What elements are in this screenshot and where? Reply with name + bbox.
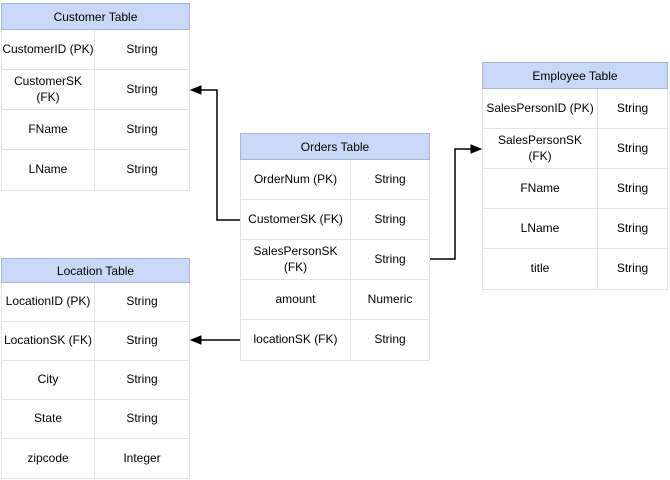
connector-orders-to-employee[interactable] [430, 144, 483, 260]
field-name-cell: SalesPersonSK (FK) [241, 240, 351, 279]
field-type-cell: String [374, 332, 406, 347]
field-name-cell: SalesPersonSK (FK) [483, 129, 598, 168]
field-type-cell: String [616, 220, 649, 235]
table-row[interactable]: LName String [483, 209, 667, 249]
field-name-cell: SalesPersonID (PK) [483, 89, 598, 128]
field-type-cell: String [374, 171, 406, 186]
table-row[interactable]: SalesPersonSK (FK) String [483, 129, 667, 169]
table-row[interactable]: title String [483, 249, 667, 289]
orders-table-header[interactable]: Orders Table [240, 133, 430, 160]
table-row[interactable]: SalesPersonID (PK) String [483, 89, 667, 129]
field-type-cell: String [126, 121, 158, 136]
field-name-cell: LName [483, 209, 598, 248]
connector-orders-to-location[interactable] [189, 335, 240, 345]
table-row[interactable]: FName String [483, 169, 667, 209]
table-row[interactable]: locationSK (FK) String [241, 320, 429, 360]
field-name-cell: CustomerSK (FK) [241, 200, 351, 239]
table-row[interactable]: CustomerSK (FK) String [2, 70, 189, 110]
arrowhead-right-icon [470, 144, 483, 154]
employee-table-header[interactable]: Employee Table [482, 62, 668, 89]
orders-table[interactable]: Orders Table OrderNum (PK) String Custom… [240, 133, 430, 361]
location-table-body: LocationID (PK) String LocationSK (FK) S… [1, 283, 190, 479]
orders-table-body: OrderNum (PK) String CustomerSK (FK) Str… [240, 160, 430, 361]
employee-table[interactable]: Employee Table SalesPersonID (PK) String… [482, 62, 668, 290]
field-type-cell: String [126, 294, 158, 309]
field-name-cell: City [2, 361, 95, 399]
field-name-cell: locationSK (FK) [241, 320, 351, 360]
table-row[interactable]: City String [2, 361, 189, 400]
field-type-cell: String [616, 140, 649, 155]
field-name-cell: FName [2, 110, 95, 149]
customer-table[interactable]: Customer Table CustomerID (PK) String Cu… [1, 3, 190, 191]
field-type-cell: String [126, 372, 158, 387]
field-type-cell: String [126, 162, 158, 177]
field-type-cell: String [126, 333, 158, 348]
field-type-cell: String [616, 100, 649, 115]
location-table-header[interactable]: Location Table [1, 258, 190, 283]
table-row[interactable]: zipcode Integer [2, 439, 189, 478]
table-row[interactable]: LocationID (PK) String [2, 283, 189, 322]
field-type-cell: String [616, 261, 649, 276]
table-row[interactable]: CustomerSK (FK) String [241, 200, 429, 240]
field-type-cell: String [126, 41, 158, 56]
field-name-cell: amount [241, 280, 351, 319]
field-type-cell: String [374, 211, 406, 226]
field-name-cell: FName [483, 169, 598, 208]
table-row[interactable]: CustomerID (PK) String [2, 30, 189, 70]
field-type-cell: Numeric [367, 291, 413, 306]
field-name-cell: CustomerID (PK) [2, 30, 95, 69]
table-row[interactable]: LName String [2, 150, 189, 190]
location-table[interactable]: Location Table LocationID (PK) String Lo… [1, 258, 190, 479]
table-row[interactable]: SalesPersonSK (FK) String [241, 240, 429, 280]
table-row[interactable]: FName String [2, 110, 189, 150]
field-name-cell: State [2, 400, 95, 438]
field-name-cell: CustomerSK (FK) [2, 70, 95, 109]
field-type-cell: String [374, 251, 406, 266]
employee-table-body: SalesPersonID (PK) String SalesPersonSK … [482, 89, 668, 290]
field-name-cell: LocationSK (FK) [2, 322, 95, 360]
field-type-cell: String [126, 81, 158, 96]
arrowhead-left-icon [189, 335, 202, 345]
field-type-cell: String [126, 411, 158, 426]
field-name-cell: LName [2, 150, 95, 190]
connector-orders-to-customer[interactable] [189, 85, 240, 221]
arrowhead-left-icon [189, 85, 202, 95]
field-name-cell: title [483, 249, 598, 289]
field-type-cell: Integer [123, 450, 161, 465]
table-row[interactable]: State String [2, 400, 189, 439]
customer-table-header[interactable]: Customer Table [1, 3, 190, 30]
field-name-cell: LocationID (PK) [2, 283, 95, 321]
table-row[interactable]: LocationSK (FK) String [2, 322, 189, 361]
field-name-cell: OrderNum (PK) [241, 160, 351, 199]
field-name-cell: zipcode [2, 439, 95, 478]
customer-table-body: CustomerID (PK) String CustomerSK (FK) S… [1, 30, 190, 191]
field-type-cell: String [616, 180, 649, 195]
table-row[interactable]: amount Numeric [241, 280, 429, 320]
table-row[interactable]: OrderNum (PK) String [241, 160, 429, 200]
